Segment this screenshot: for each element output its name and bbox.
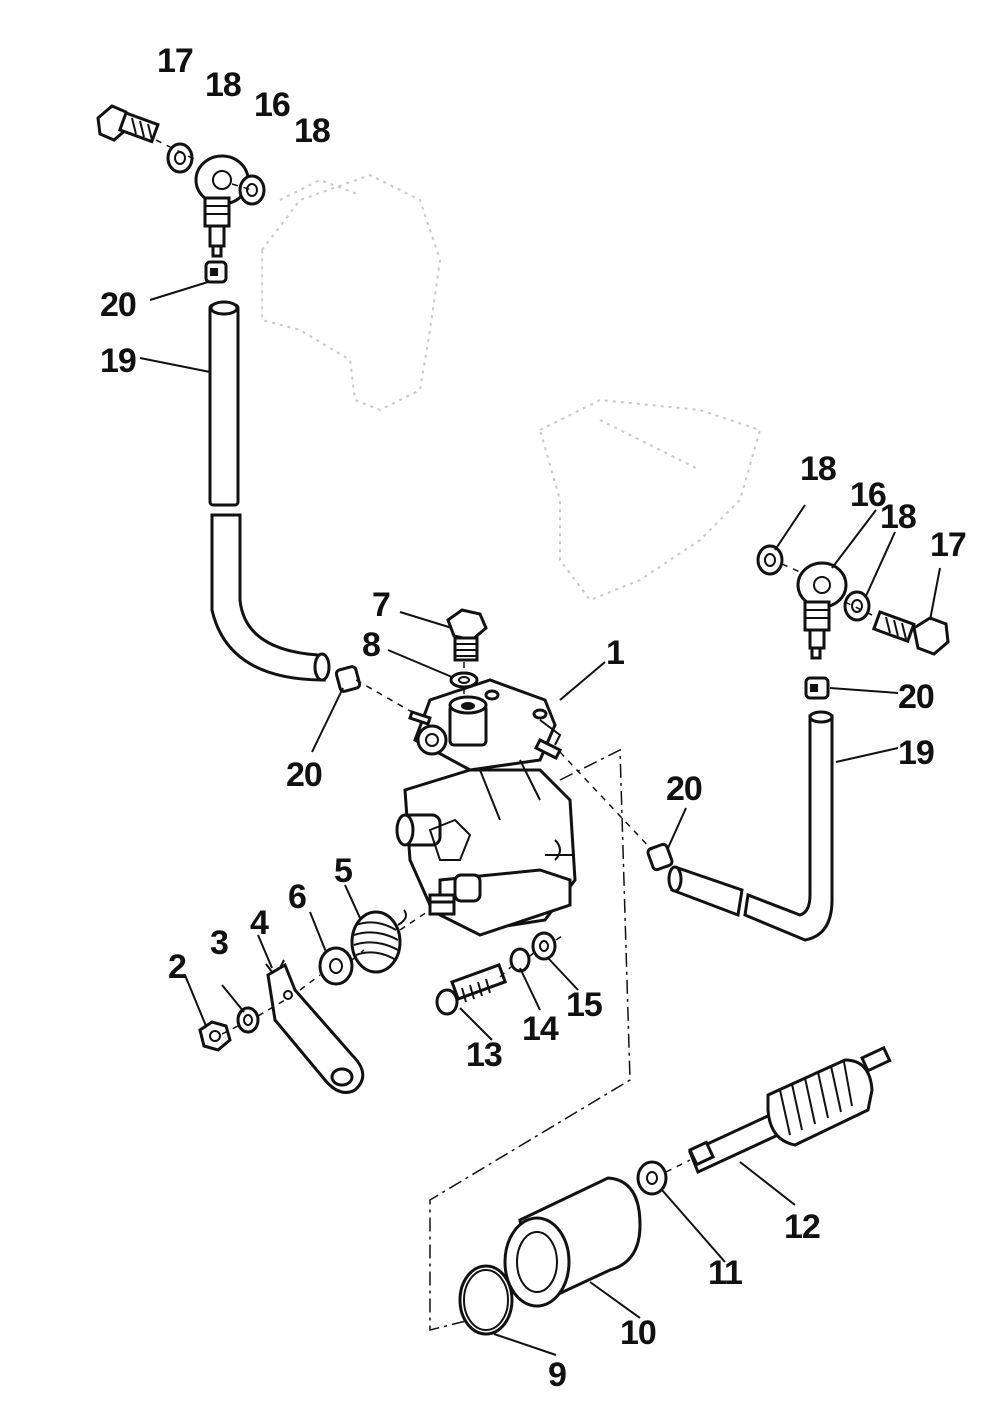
background-housing-outline (261, 173, 762, 602)
callout-7: 7 (372, 586, 390, 624)
oil-pump-body (395, 678, 577, 937)
return-spring (350, 909, 407, 974)
callout-20-right-upper: 20 (898, 678, 934, 716)
spring-seat-washer (318, 946, 354, 986)
callout-5: 5 (334, 852, 352, 890)
lock-washer-bolt (509, 947, 531, 973)
oil-hose-right (667, 710, 834, 942)
callout-1: 1 (606, 634, 624, 672)
washer-right-2 (843, 590, 871, 622)
callout-18-right-a: 18 (800, 450, 836, 488)
banjo-bolt-right (871, 610, 950, 656)
callout-16-upper-left: 16 (254, 86, 290, 124)
callout-13: 13 (466, 1036, 502, 1074)
oil-hose-left (208, 300, 331, 682)
lock-washer (236, 1006, 260, 1034)
shaft-bushing (503, 1176, 642, 1308)
washer-right-1 (756, 544, 784, 576)
assembly-centerlines (155, 139, 879, 1331)
retaining-ring (458, 1264, 514, 1336)
callout-4: 4 (250, 904, 269, 942)
callout-18-upper-left-b: 18 (294, 112, 330, 150)
banjo-fitting-right (796, 561, 848, 660)
callout-3: 3 (210, 924, 228, 962)
drive-gear-shaft (688, 1045, 892, 1175)
banjo-bolt-upper-left (96, 104, 160, 144)
callout-numbers: 17 18 16 18 20 19 18 16 18 17 7 1 8 20 1… (100, 42, 967, 1394)
callout-12: 12 (784, 1208, 820, 1246)
callout-20-left-lower: 20 (286, 756, 322, 794)
callout-14: 14 (522, 1010, 559, 1048)
callout-6: 6 (288, 878, 306, 916)
nut (198, 1020, 232, 1052)
callout-17-right: 17 (930, 526, 966, 564)
callout-19-right: 19 (898, 734, 934, 772)
callout-10: 10 (620, 1314, 656, 1352)
callout-17-upper-left: 17 (157, 42, 193, 80)
pump-lever (265, 959, 365, 1094)
callout-18-right-b: 18 (880, 498, 916, 536)
pump-shaft-stub (428, 900, 456, 916)
callout-20-upper-left: 20 (100, 286, 136, 324)
mounting-bolt (435, 962, 508, 1016)
callout-9: 9 (548, 1356, 566, 1394)
washer-upper-left-2 (238, 174, 266, 206)
hose-clamp-left-lower (334, 665, 362, 693)
plug-bolt (446, 608, 488, 662)
hose-clamp-right-upper (804, 676, 830, 700)
callout-18-upper-left-a: 18 (205, 66, 241, 104)
hose-clamp-upper-left (204, 260, 228, 284)
thrust-washer (636, 1160, 668, 1196)
callout-11: 11 (708, 1254, 742, 1292)
callout-19-left: 19 (100, 342, 136, 380)
callout-20-right-lower: 20 (666, 770, 702, 808)
callout-8: 8 (362, 626, 380, 664)
plug-washer (449, 671, 479, 689)
leader-lines (139, 281, 941, 1356)
callout-15: 15 (566, 986, 602, 1024)
flat-washer-bolt (531, 931, 557, 961)
callout-16-right: 16 (850, 476, 886, 514)
callout-2: 2 (168, 948, 186, 986)
hose-clamp-right-lower (646, 842, 674, 872)
banjo-fitting-upper-left (194, 154, 250, 258)
